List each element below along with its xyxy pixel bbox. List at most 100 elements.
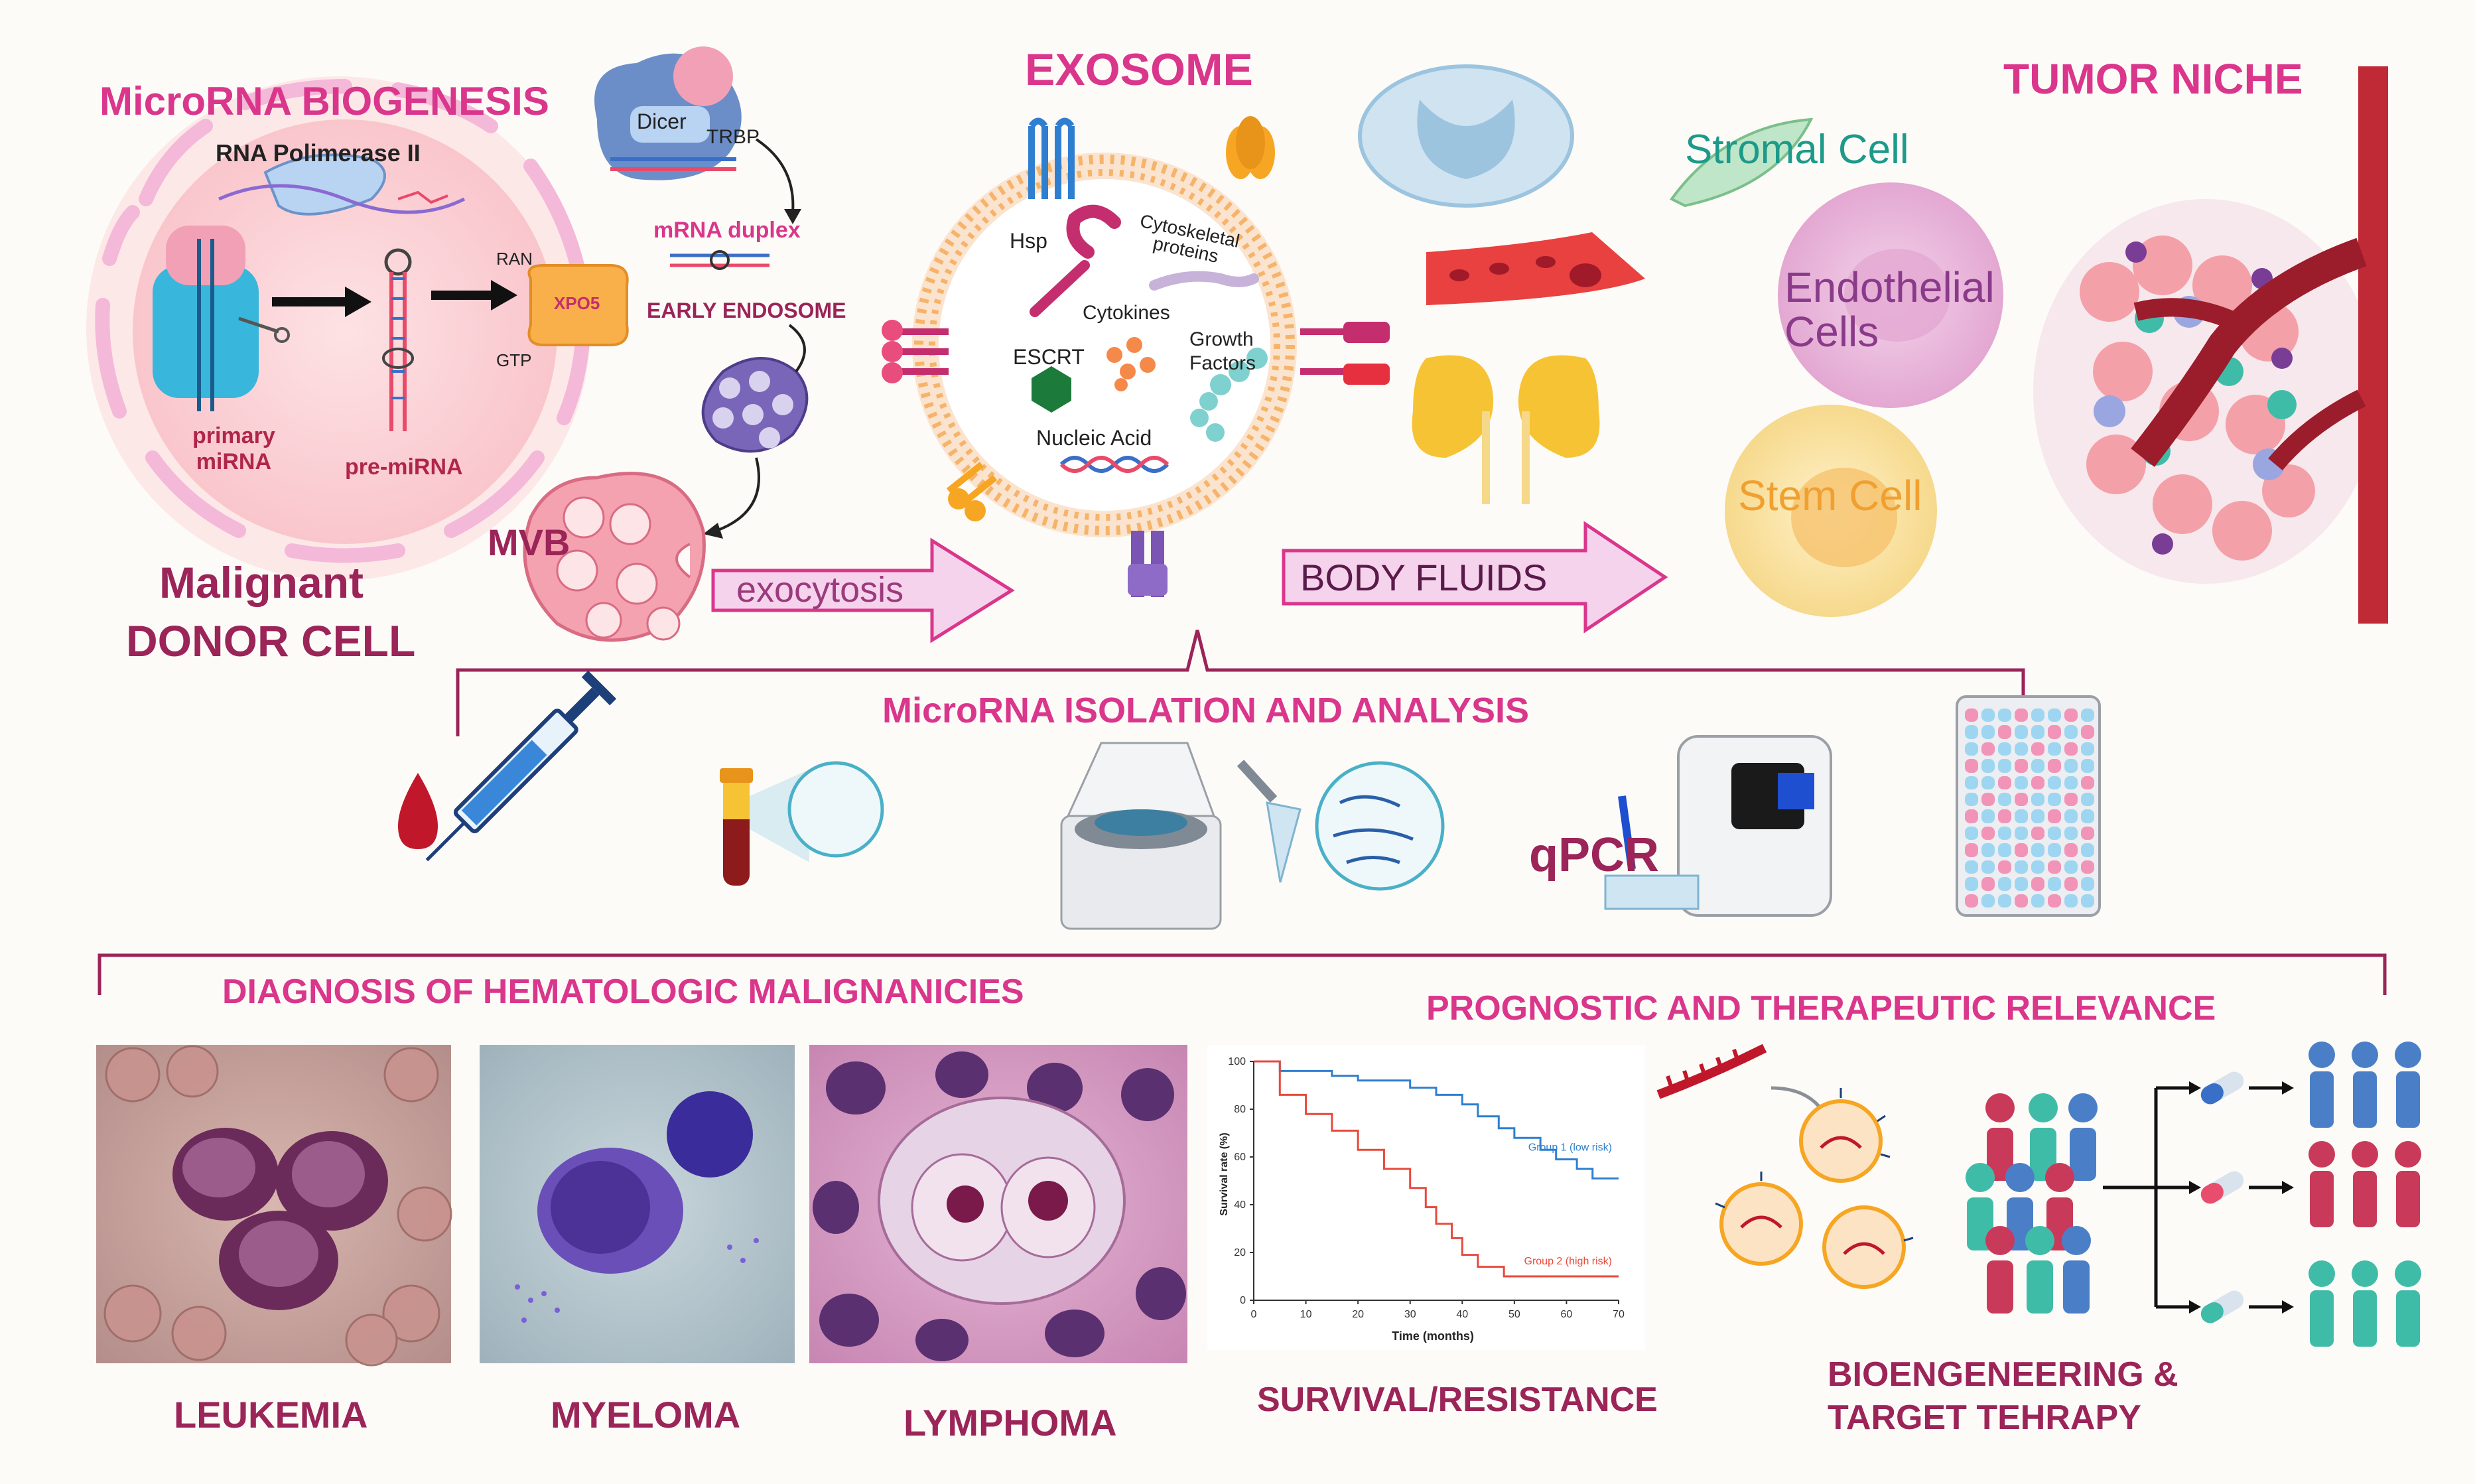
plate-well [2031,826,2044,841]
exocytosis-label: exocytosis [736,570,904,610]
chart-x-tick-label: 50 [1508,1309,1520,1320]
mvb-label: MVB [488,521,570,563]
plate-well [2015,826,2028,841]
leukemia-label: LEUKEMIA [174,1394,368,1436]
plate-well [2064,877,2078,891]
myeloma-image [480,1045,795,1363]
diagnosis-title: DIAGNOSIS OF HEMATOLOGIC MALIGNANICIES [222,973,1024,1011]
plate-well [2064,776,2078,790]
chart-series-line-2 [1254,1060,1619,1278]
donor-cell-title-line2: DONOR CELL [126,616,416,665]
donor-cell-title-line1: Malignant [159,558,364,607]
plate-well [2015,843,2028,857]
plate-well [2031,742,2044,756]
chart-y-tick-label: 60 [1234,1152,1246,1163]
plate-well [1998,793,2011,807]
plate-well [2031,725,2044,739]
plate-well [2015,725,2028,739]
plate-well [1998,776,2011,790]
leukemia-image [96,1045,452,1367]
plate-well [1998,843,2011,857]
body-fluids-arrow [1282,521,1668,634]
prognostic-title: PROGNOSTIC AND THERAPEUTIC RELEVANCE [1426,989,2216,1028]
niche-cells [1669,117,2003,617]
bottom-bracket [98,953,2387,995]
therapy-illustration [1656,1042,2421,1347]
plate-well [2064,742,2078,756]
chart-y-tick-label: 0 [1240,1295,1246,1306]
plate-well [2081,843,2094,857]
mrna-duplex-label: mRNA duplex [653,218,801,243]
plate-well [2048,725,2061,739]
chart-x-tick-label: 70 [1613,1309,1625,1320]
plate-well [1998,894,2011,908]
plate-well [1998,826,2011,841]
chart-y-axis-label: Survival rate (%) [1219,1132,1230,1215]
plate-well [1965,860,1978,874]
plate-well [1981,894,1995,908]
chart-y-tick-label: 100 [1228,1056,1246,1067]
endothelial-cells-label: Endothelial Cells [1784,265,1995,354]
plate-well [2031,877,2044,891]
chart-x-tick-label: 0 [1251,1309,1257,1320]
chart-x-tick-label: 10 [1300,1309,1312,1320]
growth-factors-line2: Factors [1189,352,1256,374]
plate-well [2081,759,2094,773]
lymphoma-image [809,1045,1187,1363]
plate-well [1981,708,1995,722]
plate-well [2015,894,2028,908]
plate-well [1981,793,1995,807]
plate-well [2031,809,2044,823]
plate-well [2064,843,2078,857]
chart-series-label-1: Group 1 (low risk) [1528,1142,1612,1153]
myeloma-label: MYELOMA [551,1394,741,1436]
plate-well [1965,809,1978,823]
body-fluids-label: BODY FLUIDS [1300,557,1548,598]
plate-well [2031,860,2044,874]
survival-resistance-label: SURVIVAL/RESISTANCE [1257,1381,1658,1419]
plate-well [2048,793,2061,807]
plate-well [2064,725,2078,739]
endothelial-line1: Endothelial [1784,263,1995,311]
plate-well [1981,776,1995,790]
plate-well [2081,860,2094,874]
isolation-title: MicroRNA ISOLATION AND ANALYSIS [882,691,1530,730]
plate-well [2081,742,2094,756]
plate-well [2015,860,2028,874]
primary-mirna-line2: miRNA [196,449,272,474]
growth-factors-line1: Growth [1189,328,1254,350]
tumor-niche-illustration [2033,66,2388,624]
ran-label: RAN [496,249,533,269]
bioengineering-line2: TARGET TEHRAPY [1828,1398,2141,1437]
plate-well [1965,708,1978,722]
plate-well [1998,809,2011,823]
exosome-title: EXOSOME [1025,44,1253,95]
donor-cell-illustration [86,76,629,580]
plate-well [2015,708,2028,722]
plate-well [2031,776,2044,790]
chart-y-tick-label: 80 [1234,1104,1246,1115]
dicer-label: Dicer [637,109,687,133]
plate-well [1965,759,1978,773]
plate-well [2048,860,2061,874]
plate-well [1965,826,1978,841]
pre-mirna-label: pre-miRNA [345,454,463,480]
plate-well [1981,759,1995,773]
plate-well [2015,742,2028,756]
well-plate [1965,708,2094,908]
stem-cell-label: Stem Cell [1738,472,1922,519]
cytokines-label: Cytokines [1083,302,1170,324]
plate-well [2064,809,2078,823]
chart-x-tick-label: 20 [1352,1309,1364,1320]
plate-well [2081,793,2094,807]
endosome-illustration [523,324,809,642]
chart-x-tick-label: 40 [1456,1309,1468,1320]
exocytosis-arrow [711,537,1015,643]
endothelial-line2: Cells [1784,308,1879,356]
growth-factors-label: Growth Factors [1189,328,1256,375]
plate-well [1981,843,1995,857]
dicer-illustration [594,46,801,270]
plate-well [1998,877,2011,891]
